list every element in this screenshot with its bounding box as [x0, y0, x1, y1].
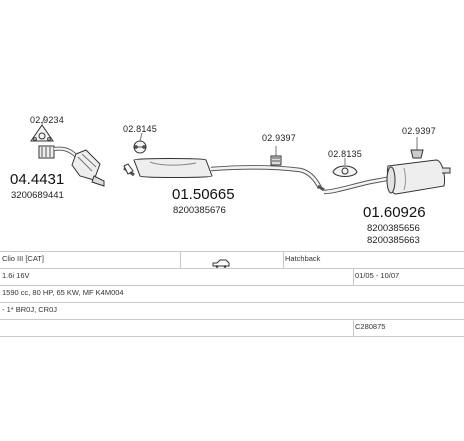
- model-cell: Clio III [CAT]: [2, 254, 44, 263]
- part-number-clamp: 02.8145: [123, 124, 157, 134]
- years-cell: 01/05 - 10/07: [355, 271, 400, 280]
- part-number-middle: 01.50665: [172, 186, 235, 203]
- exhaust-diagram: 02.9234 02.8145 02.9397 02.8135 02.9397 …: [10, 115, 451, 246]
- hanger-rear-icon: [410, 149, 424, 159]
- engine-detail-cell: 1590 cc, 80 HP, 65 KW, MF K4M004: [2, 288, 124, 297]
- exhaust-drawing: [30, 115, 451, 195]
- clamp-icon: [133, 140, 147, 154]
- hanger-icon: [270, 155, 282, 166]
- extra-cell: - 1* BR0J, CR0J: [2, 305, 58, 314]
- part-number-rear: 01.60926: [363, 204, 426, 221]
- table-row: 1.6i 16V 01/05 - 10/07: [0, 268, 464, 285]
- catalytic-converter-icon: [38, 145, 105, 187]
- vehicle-info-table: Clio III [CAT] Hatchback 1.6i 16V 01/05 …: [0, 251, 464, 337]
- clamp-rear-icon: [332, 165, 358, 177]
- engine-cell: 1.6i 16V: [2, 271, 30, 280]
- middle-silencer-icon: [123, 158, 325, 192]
- part-number-clamp-rear: 02.8135: [328, 149, 362, 159]
- hatchback-car-icon: [212, 255, 230, 273]
- body-type-cell: Hatchback: [285, 254, 321, 263]
- oem-number-rear-1: 8200385656: [367, 223, 420, 234]
- code-cell: C280875: [355, 322, 386, 331]
- part-number-hanger-rear: 02.9397: [402, 126, 436, 136]
- rear-silencer-icon: [323, 159, 451, 195]
- part-number-catalytic: 04.4431: [10, 171, 65, 188]
- oem-number-middle: 8200385676: [173, 205, 226, 216]
- table-row: C280875: [0, 319, 464, 337]
- table-row: - 1* BR0J, CR0J: [0, 302, 464, 319]
- table-row: Clio III [CAT] Hatchback: [0, 251, 464, 268]
- gasket-icon: [30, 124, 54, 142]
- oem-number-rear-2: 8200385663: [367, 235, 420, 246]
- oem-number-catalytic: 3200689441: [11, 190, 64, 201]
- part-number-hanger: 02.9397: [262, 133, 296, 143]
- table-row: 1590 cc, 80 HP, 65 KW, MF K4M004: [0, 285, 464, 302]
- part-number-gasket: 02.9234: [30, 115, 64, 125]
